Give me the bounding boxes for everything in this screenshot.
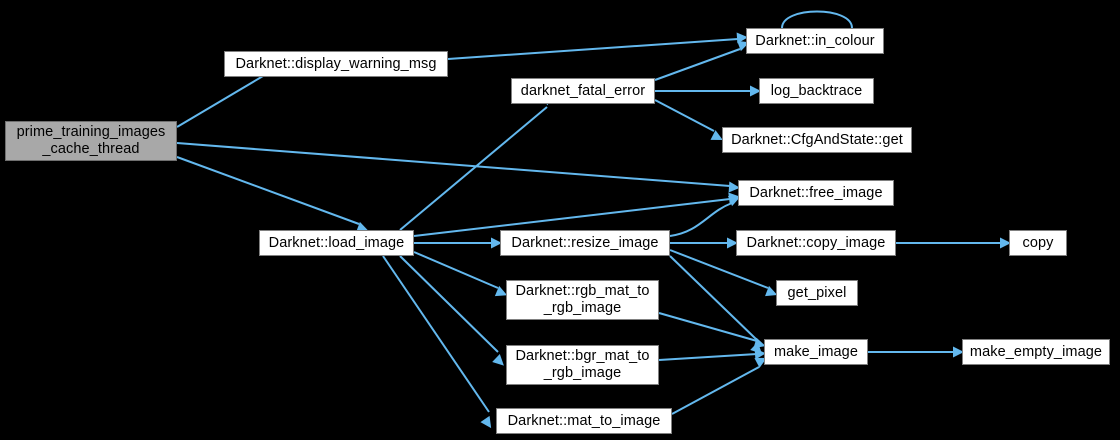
graph-node-load_image[interactable]: Darknet::load_image <box>259 230 414 256</box>
edge-fatal-to-cfg_get <box>654 99 715 132</box>
edge-display_warn-to-in_colour <box>447 38 739 60</box>
edge-mat_to_image-to-make_image <box>671 366 760 415</box>
edge-load_image-to-rgb_mat <box>413 251 499 289</box>
edge-load_image-to-mat_to_image <box>382 255 490 413</box>
edge-prime-to-load_image <box>176 156 360 225</box>
graph-node-resize_image[interactable]: Darknet::resize_image <box>500 230 670 256</box>
graph-node-free_image[interactable]: Darknet::free_image <box>738 180 894 206</box>
graph-node-fatal[interactable]: darknet_fatal_error <box>511 78 655 104</box>
edge-resize_image-to-free_image <box>669 202 733 237</box>
graph-node-mat_to_image[interactable]: Darknet::mat_to_image <box>496 408 672 434</box>
graph-node-prime[interactable]: prime_training_images _cache_thread <box>5 121 177 161</box>
graph-node-display_warn[interactable]: Darknet::display_warning_msg <box>224 51 448 77</box>
edge-load_image-to-bgr_mat <box>399 255 499 353</box>
graph-node-log_bt[interactable]: log_backtrace <box>759 78 874 104</box>
graph-node-copy[interactable]: copy <box>1009 230 1067 256</box>
graph-node-make_image[interactable]: make_image <box>764 339 868 365</box>
graph-node-get_pixel[interactable]: get_pixel <box>776 280 858 306</box>
graph-node-copy_image[interactable]: Darknet::copy_image <box>736 230 896 256</box>
graph-node-cfg_get[interactable]: Darknet::CfgAndState::get <box>722 127 912 153</box>
graph-node-in_colour[interactable]: Darknet::in_colour <box>746 28 884 54</box>
graph-node-make_empty[interactable]: make_empty_image <box>962 339 1110 365</box>
graph-node-rgb_mat[interactable]: Darknet::rgb_mat_to _rgb_image <box>506 280 659 320</box>
edge-prime-to-free_image <box>176 142 731 187</box>
edge-resize_image-to-make_image <box>669 255 758 341</box>
edge-rgb_mat-to-make_image <box>658 312 758 342</box>
edge-bgr_mat-to-make_image <box>658 353 758 361</box>
edge-in_colour-to-in_colour <box>781 10 853 29</box>
arrowhead-load_image-to-mat_to_image <box>480 415 492 429</box>
edge-load_image-to-fatal <box>399 106 548 231</box>
graph-node-bgr_mat[interactable]: Darknet::bgr_mat_to _rgb_image <box>506 345 659 385</box>
edge-fatal-to-in_colour <box>654 48 741 81</box>
